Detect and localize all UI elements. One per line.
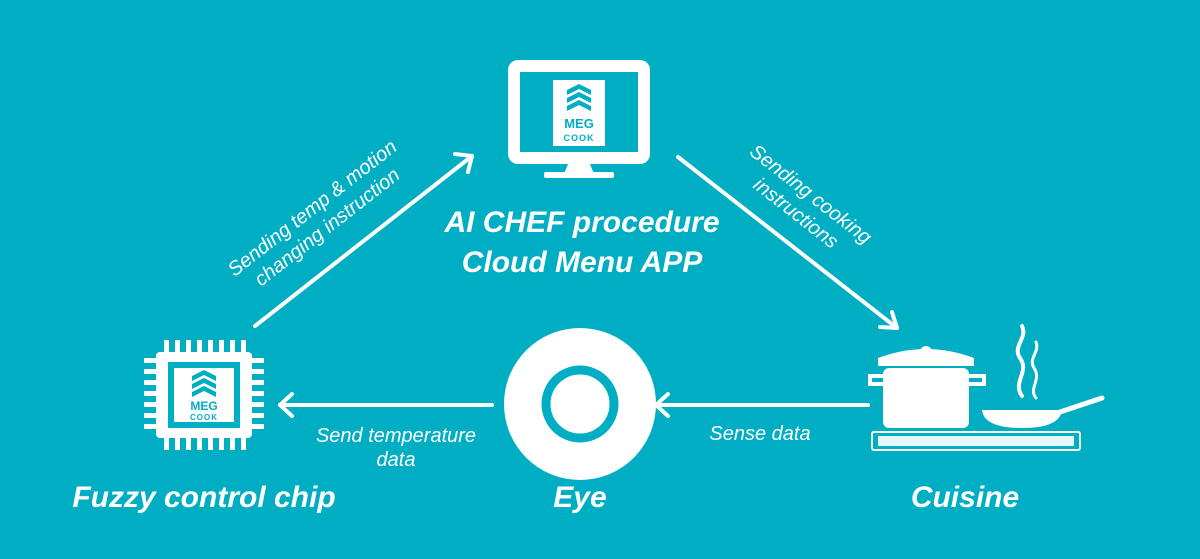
chip-pin — [230, 438, 235, 450]
arrow-eye-to-chip — [278, 392, 494, 418]
chip-pin — [197, 438, 202, 450]
edge-label-eye-to-chip-line1: Send temperature — [316, 425, 476, 447]
chip-brand-line1: MEG — [190, 399, 217, 413]
edge-label-chip-to-app-line1: Sending temp & motion — [224, 136, 401, 281]
chip-pin — [252, 402, 264, 407]
arrow-app-to-cuisine — [676, 155, 899, 330]
chip-pin — [252, 358, 264, 363]
chip-pin — [164, 340, 169, 352]
chip-pin — [241, 438, 246, 450]
chip-pin — [186, 340, 191, 352]
chip-pin — [144, 380, 156, 385]
eye-title: Eye — [553, 481, 606, 514]
chip-icon: MEG COOK — [144, 340, 264, 450]
chip-pin — [144, 402, 156, 407]
app-title-line2: Cloud Menu APP — [462, 246, 704, 279]
chip-pin — [175, 340, 180, 352]
arrow-chip-to-app — [253, 152, 474, 328]
chip-pin — [208, 438, 213, 450]
chip-pin — [144, 391, 156, 396]
chip-pin — [144, 413, 156, 418]
chip-pin — [144, 358, 156, 363]
chip-pin — [241, 340, 246, 352]
chip-pin — [252, 380, 264, 385]
chip-brand-line2: COOK — [190, 413, 218, 422]
chip-pin — [186, 438, 191, 450]
eye-sensor-icon — [504, 328, 656, 480]
chip-pin — [197, 340, 202, 352]
app-brand-line2: COOK — [564, 133, 595, 143]
app-brand-line1: MEG — [564, 116, 594, 131]
app-title-line1: AI CHEF procedure — [443, 206, 719, 239]
arrow-cuisine-to-eye — [654, 392, 870, 418]
cuisine-title: Cuisine — [911, 481, 1019, 514]
chip-pin — [230, 340, 235, 352]
chip-pin — [144, 369, 156, 374]
chip-pin — [164, 438, 169, 450]
chip-pin — [208, 340, 213, 352]
chip-title: Fuzzy control chip — [72, 481, 335, 514]
monitor-icon: MEG COOK — [508, 60, 650, 178]
chip-pin — [252, 424, 264, 429]
chip-pin — [144, 424, 156, 429]
cookware-icon — [868, 324, 1105, 451]
chip-pin — [252, 391, 264, 396]
chip-pin — [219, 340, 224, 352]
edge-label-eye-to-chip-line2: data — [377, 449, 416, 471]
chip-pin — [252, 413, 264, 418]
edge-label-cuisine-to-eye: Sense data — [709, 423, 810, 445]
chip-pin — [175, 438, 180, 450]
chip-pin — [219, 438, 224, 450]
chip-pin — [252, 369, 264, 374]
